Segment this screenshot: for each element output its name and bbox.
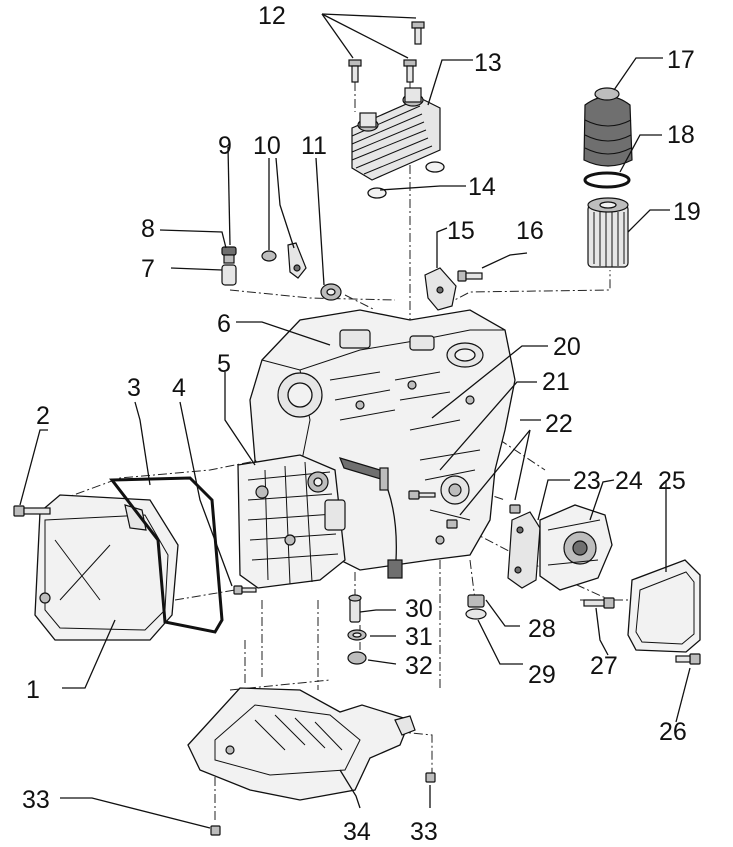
- part-1-cover: [34, 494, 179, 641]
- callout-25: 25: [658, 467, 686, 495]
- callout-33-left: 33: [22, 786, 50, 814]
- callout-20: 20: [553, 333, 581, 361]
- part-25-end-cover: [627, 559, 701, 653]
- part-8-plug: [221, 246, 237, 264]
- callout-11: 11: [301, 132, 327, 160]
- part-13-oil-cooler: [351, 87, 441, 181]
- part-30-pipe: [348, 594, 362, 623]
- callout-2: 2: [36, 402, 50, 430]
- part-20-sensor: [338, 457, 403, 579]
- part-22-bolts: [446, 504, 521, 529]
- callout-10: 10: [253, 132, 281, 160]
- callout-8: 8: [141, 215, 155, 243]
- callout-28: 28: [528, 615, 556, 643]
- part-18-o-ring: [583, 171, 631, 189]
- callout-26: 26: [659, 718, 687, 746]
- callout-21: 21: [542, 368, 570, 396]
- part-31-seal: [347, 629, 367, 641]
- callout-29: 29: [528, 661, 556, 689]
- callout-32: 32: [405, 652, 433, 680]
- callout-19: 19: [673, 198, 701, 226]
- part-17-filter-cap: [583, 87, 633, 167]
- part-33-bolts: [210, 772, 436, 836]
- callout-7: 7: [141, 255, 155, 283]
- callout-15: 15: [447, 217, 475, 245]
- callout-17: 17: [667, 46, 695, 74]
- part-10-bracket: [287, 242, 307, 279]
- part-7-sleeve: [221, 264, 237, 286]
- callout-labels: 1 2 3 4 5 6 7 8 9 10 11 12 13 14 15 16 1…: [22, 2, 701, 846]
- callout-27: 27: [590, 652, 618, 680]
- part-29-seal: [465, 608, 487, 620]
- callout-30: 30: [405, 595, 433, 623]
- part-9-washer: [261, 250, 277, 262]
- callout-4: 4: [172, 374, 186, 402]
- part-4-bolt: [233, 585, 257, 595]
- callout-9: 9: [218, 132, 232, 160]
- part-24-side-cover: [539, 504, 613, 591]
- callout-6: 6: [217, 310, 231, 338]
- callout-14: 14: [468, 173, 496, 201]
- part-34-oil-pan: [187, 687, 416, 801]
- callout-18: 18: [667, 121, 695, 149]
- part-3-gasket: [109, 476, 224, 634]
- part-23-gasket: [507, 511, 541, 589]
- callout-31: 31: [405, 623, 433, 651]
- callout-12: 12: [258, 2, 286, 30]
- part-11-seal: [320, 283, 342, 301]
- part-5-valve-body: [237, 454, 346, 589]
- callout-23: 23: [573, 467, 601, 495]
- part-2-bolt: [13, 505, 51, 517]
- callout-5: 5: [217, 350, 231, 378]
- callout-22: 22: [545, 410, 573, 438]
- part-26-bolt: [675, 653, 701, 665]
- part-15-bracket: [424, 267, 457, 311]
- part-27-bolt: [583, 597, 615, 609]
- callout-34: 34: [343, 818, 371, 846]
- callout-24: 24: [615, 467, 643, 495]
- callout-1: 1: [26, 676, 40, 704]
- callout-33-right: 33: [410, 818, 438, 846]
- callout-3: 3: [127, 374, 141, 402]
- part-19-filter-element: [587, 197, 629, 268]
- leader-lines: [19, 13, 691, 829]
- callout-16: 16: [516, 217, 544, 245]
- part-12-bolts: [348, 21, 425, 83]
- part-16-bolt: [457, 270, 483, 282]
- part-32-plug: [347, 651, 367, 665]
- part-28-plug: [467, 594, 485, 608]
- callout-13: 13: [474, 49, 502, 77]
- part-21-bolt: [408, 490, 436, 500]
